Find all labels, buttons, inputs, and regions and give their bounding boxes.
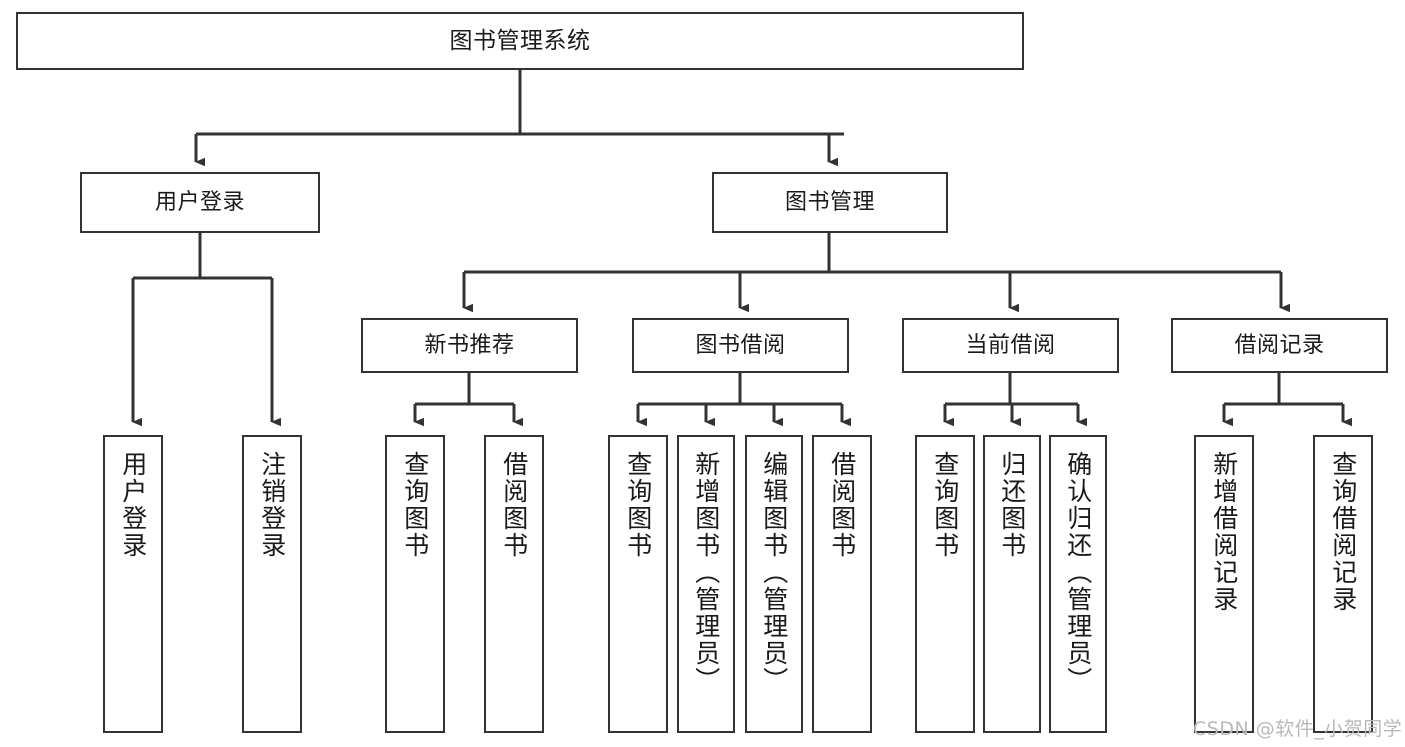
node-leaf-logout-label: 注销登录: [257, 451, 287, 559]
node-leaf-return-book-label: 归还图书: [997, 451, 1027, 559]
node-leaf-confirm-return[interactable]: 确认归还（管理员）: [1049, 435, 1107, 733]
node-user-login[interactable]: 用户登录: [80, 172, 320, 233]
node-current-borrow-label: 当前借阅: [965, 332, 1056, 358]
node-leaf-user-login[interactable]: 用户登录: [103, 435, 163, 733]
node-leaf-edit-book-label: 编辑图书（管理员）: [759, 451, 789, 694]
node-leaf-add-book-label: 新增图书（管理员）: [691, 451, 721, 694]
node-leaf-borrow-book-a-label: 借阅图书: [499, 451, 529, 559]
node-user-login-label: 用户登录: [154, 189, 245, 215]
node-leaf-confirm-return-label: 确认归还（管理员）: [1063, 451, 1093, 694]
node-book-manage[interactable]: 图书管理: [712, 172, 948, 233]
node-leaf-add-record[interactable]: 新增借阅记录: [1194, 435, 1254, 733]
node-leaf-borrow-book-a[interactable]: 借阅图书: [484, 435, 544, 733]
node-leaf-query-book-a-label: 查询图书: [400, 451, 430, 559]
node-leaf-query-record[interactable]: 查询借阅记录: [1313, 435, 1373, 733]
node-book-manage-label: 图书管理: [784, 189, 875, 215]
node-current-borrow[interactable]: 当前借阅: [902, 318, 1119, 373]
node-root[interactable]: 图书管理系统: [16, 12, 1024, 70]
node-leaf-query-book-c-label: 查询图书: [930, 451, 960, 559]
node-leaf-borrow-book-b[interactable]: 借阅图书: [812, 435, 872, 733]
node-borrow-record-label: 借阅记录: [1234, 332, 1325, 358]
watermark: CSDN @软件_小贺同学: [1193, 718, 1403, 740]
node-leaf-query-record-label: 查询借阅记录: [1328, 451, 1358, 613]
node-leaf-query-book-b[interactable]: 查询图书: [608, 435, 668, 733]
node-root-label: 图书管理系统: [449, 27, 591, 54]
node-leaf-add-record-label: 新增借阅记录: [1209, 451, 1239, 613]
node-borrow-record[interactable]: 借阅记录: [1171, 318, 1388, 373]
node-book-borrow-label: 图书借阅: [695, 332, 786, 358]
node-new-book-rec[interactable]: 新书推荐: [361, 318, 578, 373]
node-new-book-rec-label: 新书推荐: [424, 332, 515, 358]
node-leaf-query-book-b-label: 查询图书: [623, 451, 653, 559]
node-book-borrow[interactable]: 图书借阅: [632, 318, 849, 373]
node-leaf-logout[interactable]: 注销登录: [242, 435, 302, 733]
node-leaf-borrow-book-b-label: 借阅图书: [827, 451, 857, 559]
node-leaf-query-book-a[interactable]: 查询图书: [385, 435, 445, 733]
node-leaf-user-login-label: 用户登录: [118, 451, 148, 559]
node-leaf-query-book-c[interactable]: 查询图书: [915, 435, 975, 733]
node-leaf-edit-book[interactable]: 编辑图书（管理员）: [745, 435, 803, 733]
node-leaf-return-book[interactable]: 归还图书: [983, 435, 1041, 733]
node-leaf-add-book[interactable]: 新增图书（管理员）: [677, 435, 735, 733]
